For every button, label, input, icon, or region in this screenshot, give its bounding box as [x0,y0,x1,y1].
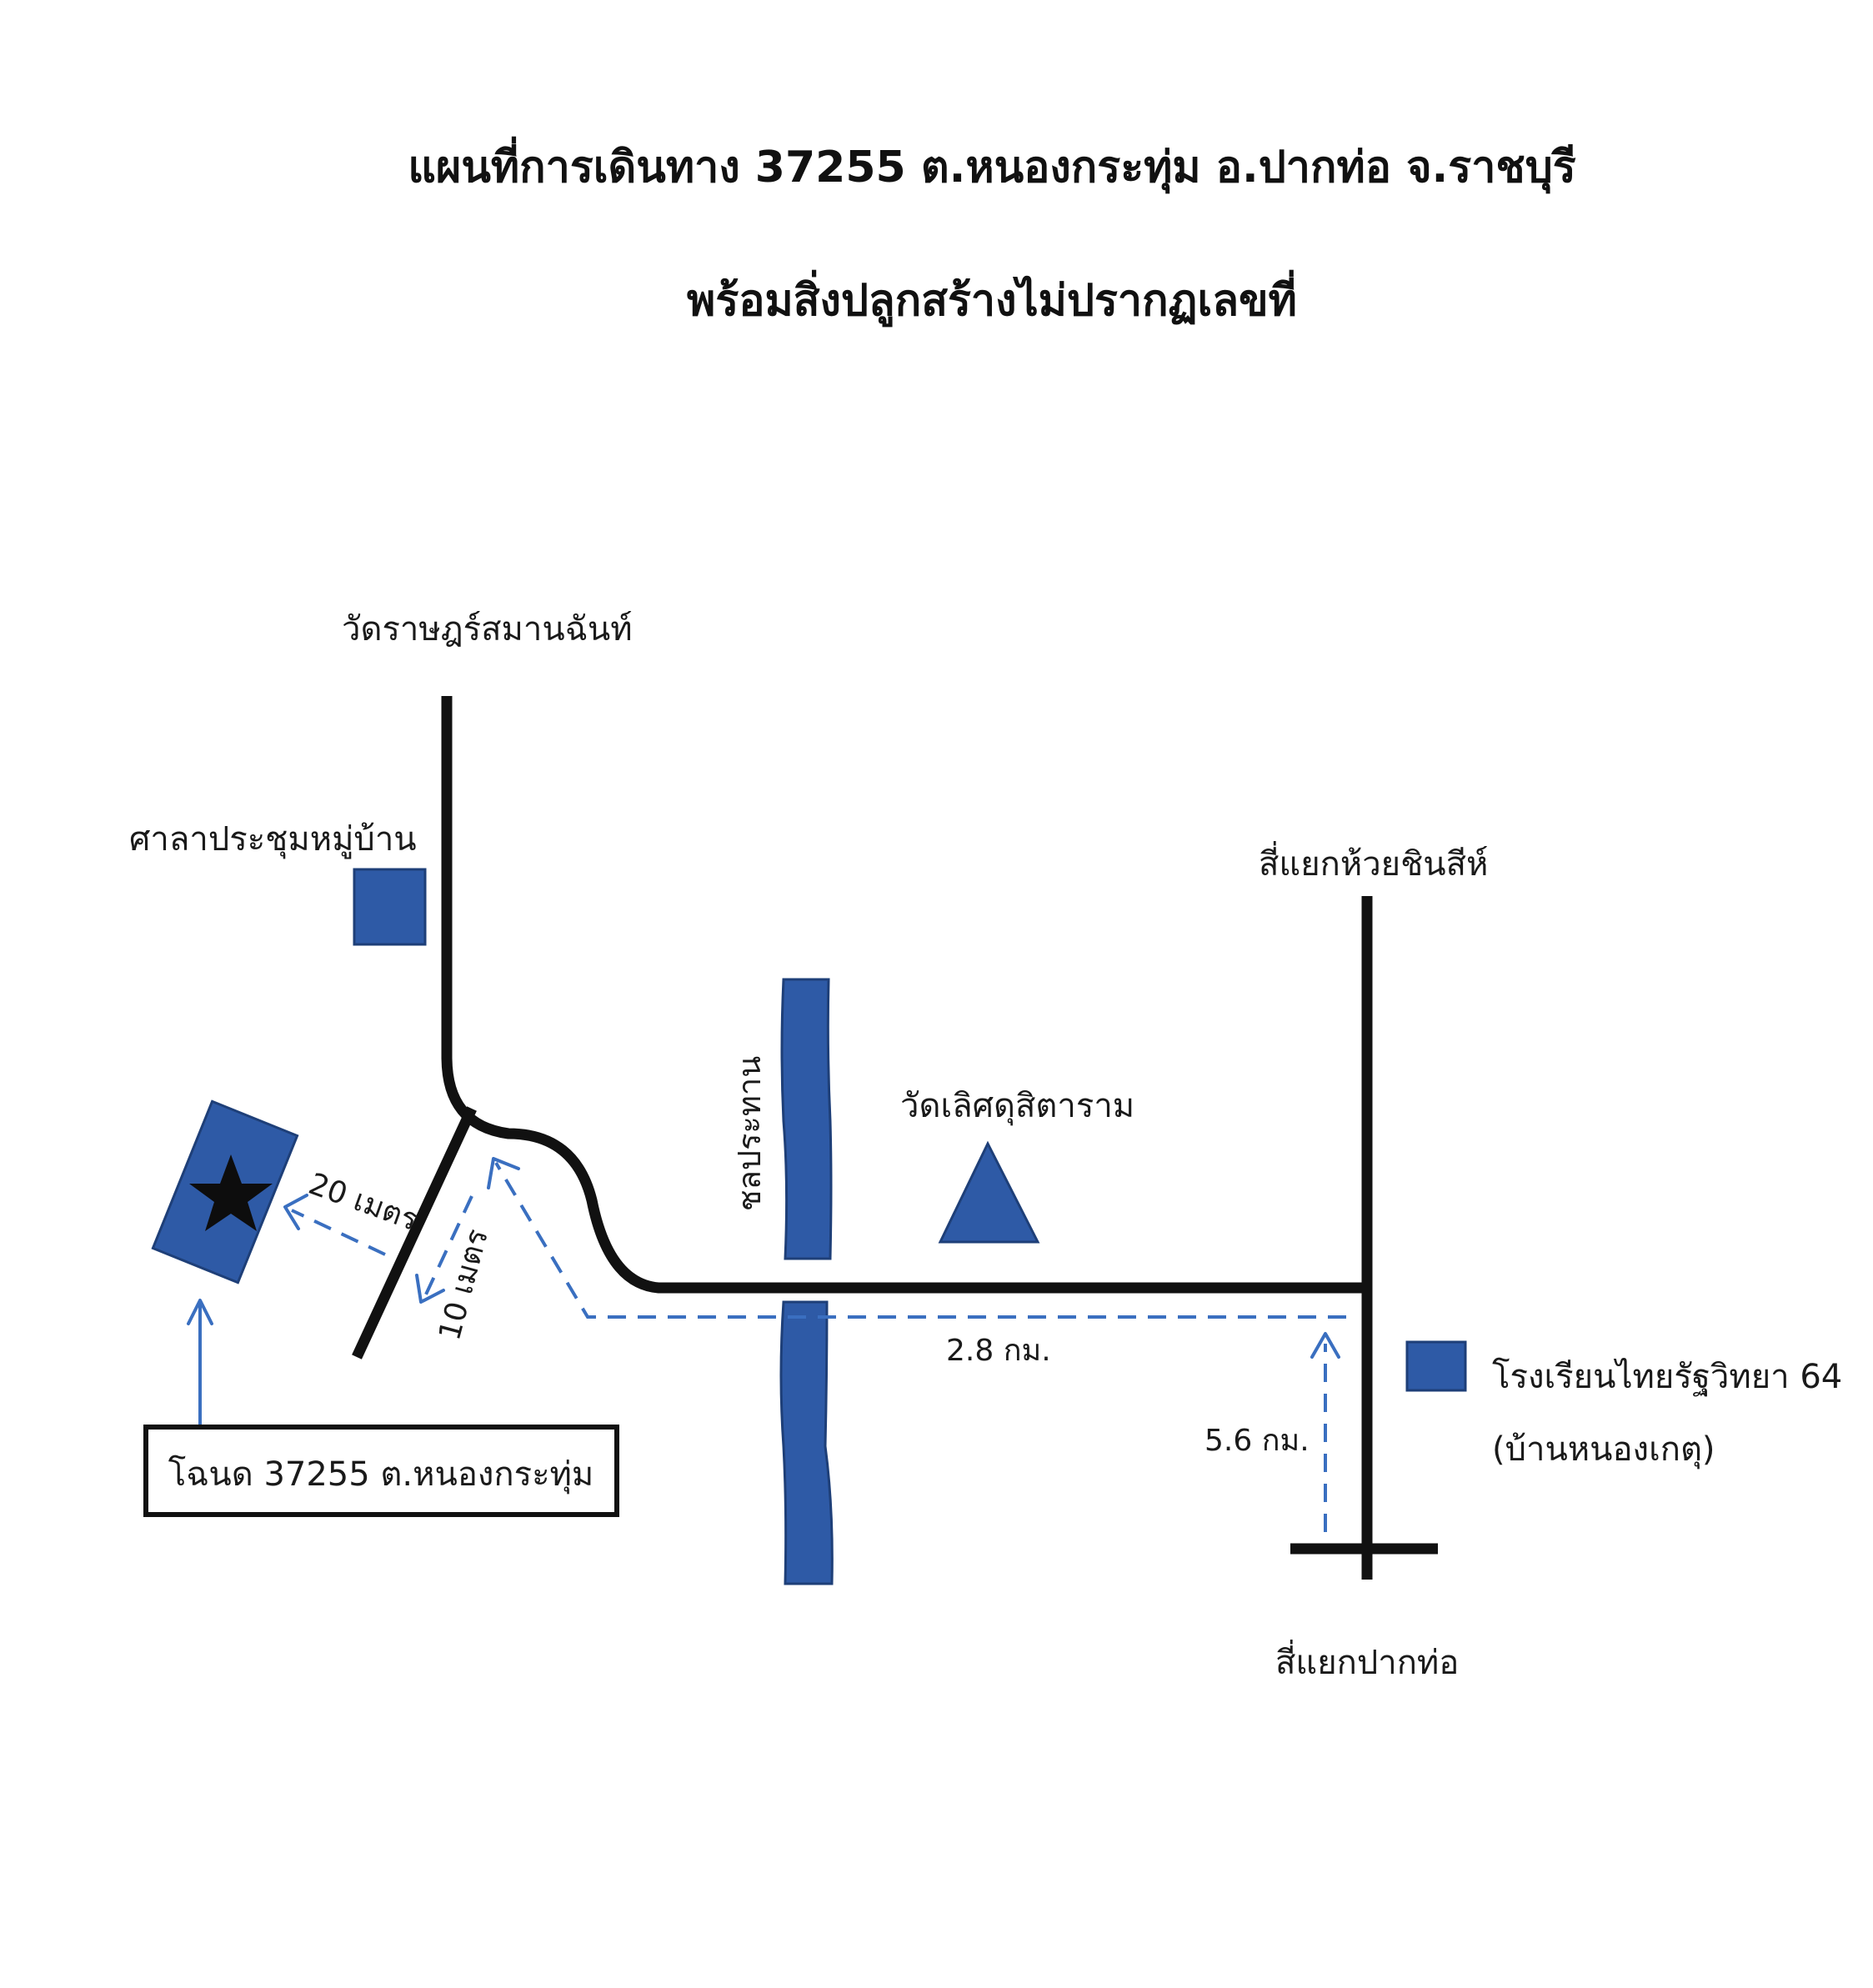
canal-upper [780,978,833,1260]
route-north-south-arrowhead [1310,1332,1340,1359]
route-to-plot-dash [291,1209,386,1256]
road-north-curve [441,696,1367,1294]
distance-side-road-label: 10 เมตร [433,1225,495,1344]
temple-center-triangle [938,1140,1040,1244]
plot-label-text: โฉนด 37255 ต.หนองกระทุ่ม [168,1455,594,1495]
temple-north-label: วัดราษฎร์สมานฉันท์ [342,610,633,648]
temple-center-label: วัดเลิศดุสิตาราม [900,1087,1134,1126]
route-side-road-arrowhead [415,1274,445,1304]
route-side-road-dash [423,1195,473,1297]
school-area-label: (บ้านหนองเกตุ) [1492,1430,1715,1470]
school-name-label: โรงเรียนไทยรัฐวิทยา 64 [1492,1358,1842,1397]
village-hall-square [353,868,427,946]
intersection-north-label: สี่แยกห้วยชินสีห์ [1259,841,1488,884]
village-hall-label: ศาลาประชุมหมู่บ้าน [129,820,417,859]
intersection-south-label: สี่แยกปากท่อ [1275,1640,1459,1682]
canal-label: ชลประทาน [731,1056,768,1211]
distance-north-south-label: 5.6 กม. [1204,1424,1310,1458]
route-to-plot-arrowhead [283,1194,308,1230]
distance-main-road-label: 2.8 กม. [946,1334,1051,1368]
plot-pointer-arrowhead [187,1299,213,1325]
route-main-road-dash [494,1161,1346,1319]
plot-label-box [143,1425,619,1517]
school-square [1405,1340,1467,1392]
map-subtitle: พร้อมสิ่งปลูกสร้างไม่ปรากฏเลขที่ [687,270,1297,328]
distance-to-plot-label: 20 เมตร [304,1167,423,1238]
map-title: แผนที่การเดินทาง 37255 ต.หนองกระทุ่ม อ.ป… [408,137,1575,194]
star-icon [189,1154,273,1231]
road-side-diagonal [352,1106,477,1360]
canal-lower [779,1300,834,1585]
route-main-road-arrowhead [487,1157,520,1189]
